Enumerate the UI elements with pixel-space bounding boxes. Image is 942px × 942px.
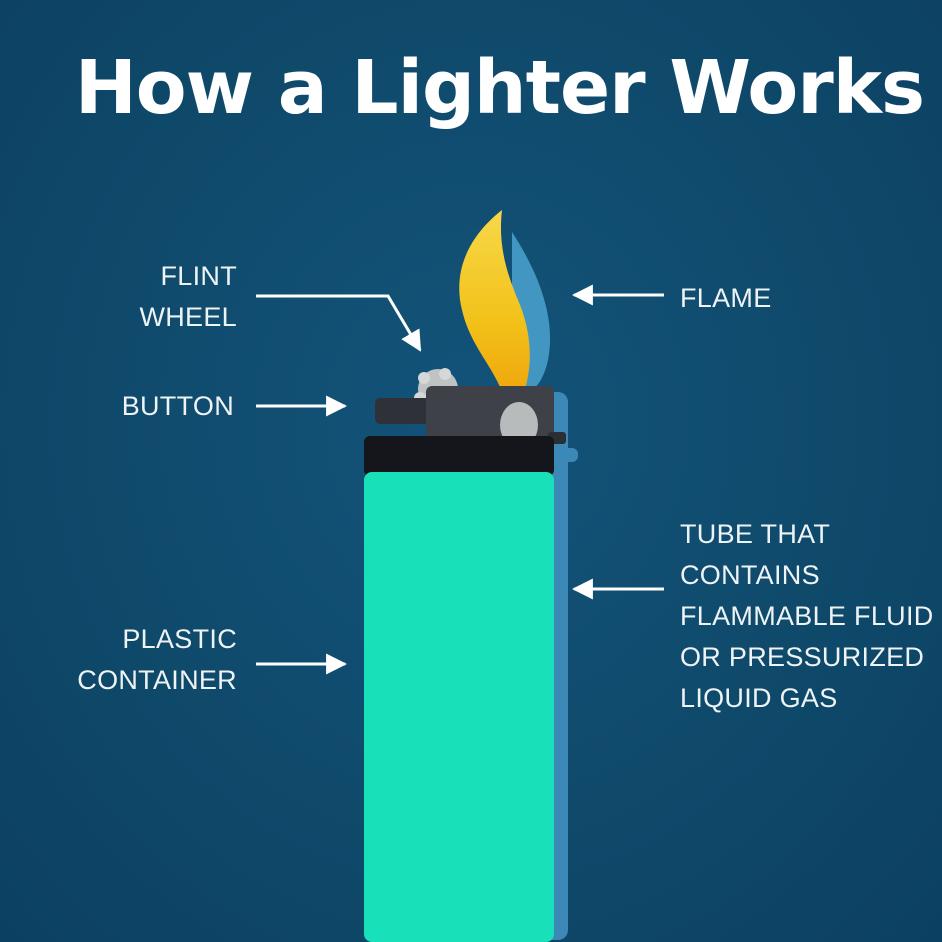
blue-flame-icon [512,232,551,392]
tube-label: TUBE THAT CONTAINS FLAMMABLE FLUID OR PR… [680,519,934,713]
plastic-container [364,472,554,942]
plastic-container-label: PLASTIC CONTAINER [77,624,237,695]
flint-wheel-label: FLINT WHEEL [139,261,237,332]
page-title: How a Lighter Works [74,45,925,131]
container-band [364,436,554,476]
flint-wheel-arrow [256,294,422,352]
yellow-flame-icon [459,210,530,392]
tube-nub [562,448,578,462]
flame-label: FLAME [680,283,772,313]
button-label: BUTTON [121,391,234,421]
lighter-head [375,386,566,444]
